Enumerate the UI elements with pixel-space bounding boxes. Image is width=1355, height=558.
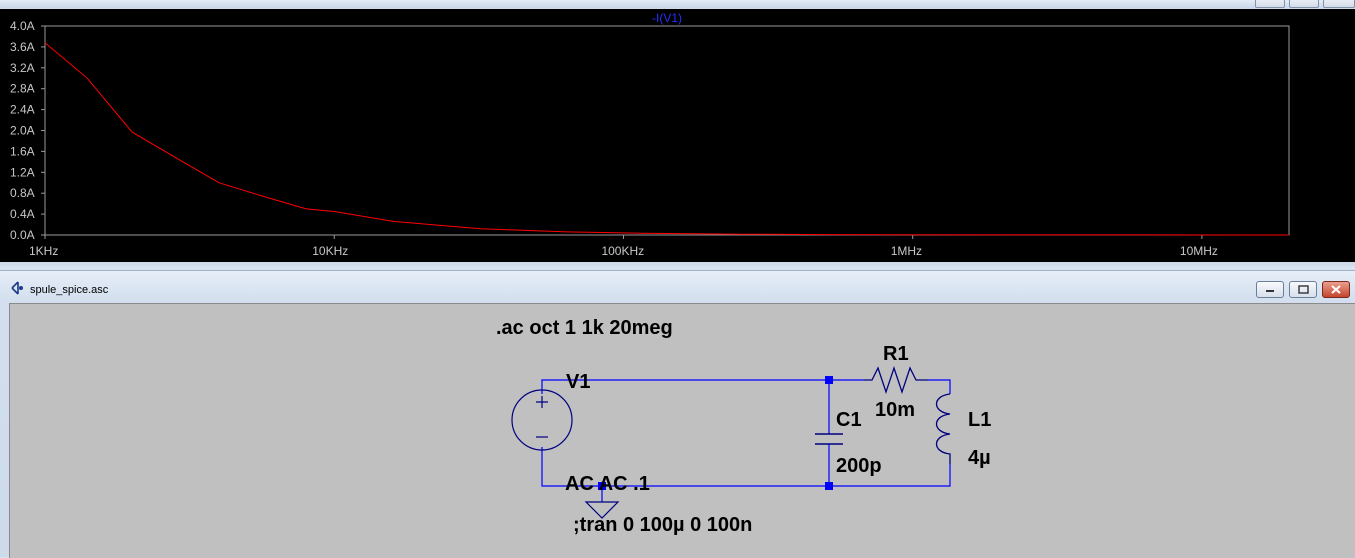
schematic-canvas[interactable]: .ac oct 1 1k 20meg V1 AC AC .1 ;tran 0 1… — [9, 303, 1355, 558]
minimize-icon — [1266, 290, 1274, 292]
y-tick-label: 3.6A — [10, 40, 35, 54]
c1-name[interactable]: C1 — [836, 409, 862, 431]
l1-name[interactable]: L1 — [968, 409, 991, 431]
trace-label[interactable]: -I(V1) — [652, 11, 682, 25]
close-icon — [1331, 285, 1341, 294]
c1-value[interactable]: 200p — [836, 455, 882, 477]
waveform-window: 4.0A 3.6A 3.2A 2.8A 2.4A 2.0A 1.6A 1.2A 0.8A 0.4A… — [0, 0, 1355, 266]
wire-r1-l1[interactable] — [928, 379, 951, 394]
ac-directive[interactable]: .ac oct 1 1k 20meg — [496, 317, 673, 339]
y-tick-label: 1.6A — [10, 144, 35, 158]
y-tick-label: 4.0A — [10, 19, 35, 33]
restore-icon — [1298, 285, 1309, 294]
junction-dot — [598, 482, 606, 490]
plot-frame — [44, 25, 1290, 236]
y-tick-label: 0.8A — [10, 186, 35, 200]
junction-dot — [825, 376, 833, 384]
junction-dot — [825, 482, 833, 490]
schematic-window: spule_spice.asc — [0, 270, 1355, 558]
x-tick-label: 10KHz — [312, 244, 348, 258]
trace-line[interactable] — [44, 42, 1290, 236]
v1-name[interactable]: V1 — [566, 371, 590, 393]
restore-button[interactable] — [1289, 281, 1317, 298]
y-tick-label: 0.0A — [10, 228, 35, 242]
x-tick-label: 10MHz — [1180, 244, 1218, 258]
y-tick-label: 3.2A — [10, 61, 35, 75]
v1-value[interactable]: AC AC .1 — [565, 473, 650, 495]
capacitor-c1[interactable] — [815, 433, 843, 445]
r1-value[interactable]: 10m — [875, 399, 915, 421]
waveform-plot[interactable]: 4.0A 3.6A 3.2A 2.8A 2.4A 2.0A 1.6A 1.2A 0.8A 0.4A… — [0, 9, 1355, 262]
inductor-l1[interactable] — [935, 393, 951, 464]
y-tick-label: 2.8A — [10, 82, 35, 96]
resistor-r1[interactable] — [864, 365, 928, 395]
voltage-source-v1[interactable] — [511, 389, 573, 451]
window-title: spule_spice.asc — [30, 284, 109, 296]
x-tick-label: 1KHz — [29, 244, 58, 258]
tran-directive[interactable]: ;tran 0 100µ 0 100n — [573, 514, 752, 536]
waveform-window-titlebar — [0, 0, 1355, 8]
x-tick-label: 100KHz — [601, 244, 644, 258]
minimize-button[interactable] — [1256, 281, 1284, 298]
maximize-button[interactable] — [1289, 0, 1319, 8]
y-tick-label: 1.2A — [10, 165, 35, 179]
l1-value[interactable]: 4µ — [968, 447, 991, 469]
x-axis: 1KHz 10KHz 100KHz 1MHz 10MHz — [29, 235, 1218, 258]
y-tick-label: 2.4A — [10, 103, 35, 117]
plot-pane[interactable] — [0, 9, 1355, 262]
y-tick-label: 2.0A — [10, 124, 35, 138]
y-tick-label: 0.4A — [10, 207, 35, 221]
close-button[interactable] — [1323, 0, 1355, 8]
ltspice-schematic-icon — [11, 281, 23, 295]
ground-symbol[interactable] — [584, 501, 620, 519]
x-tick-label: 1MHz — [891, 244, 922, 258]
r1-name[interactable]: R1 — [883, 343, 909, 365]
close-button[interactable] — [1322, 281, 1350, 298]
y-axis: 4.0A 3.6A 3.2A 2.8A 2.4A 2.0A 1.6A 1.2A 0.8A 0.4A… — [10, 19, 45, 242]
minimize-button[interactable] — [1255, 0, 1285, 8]
